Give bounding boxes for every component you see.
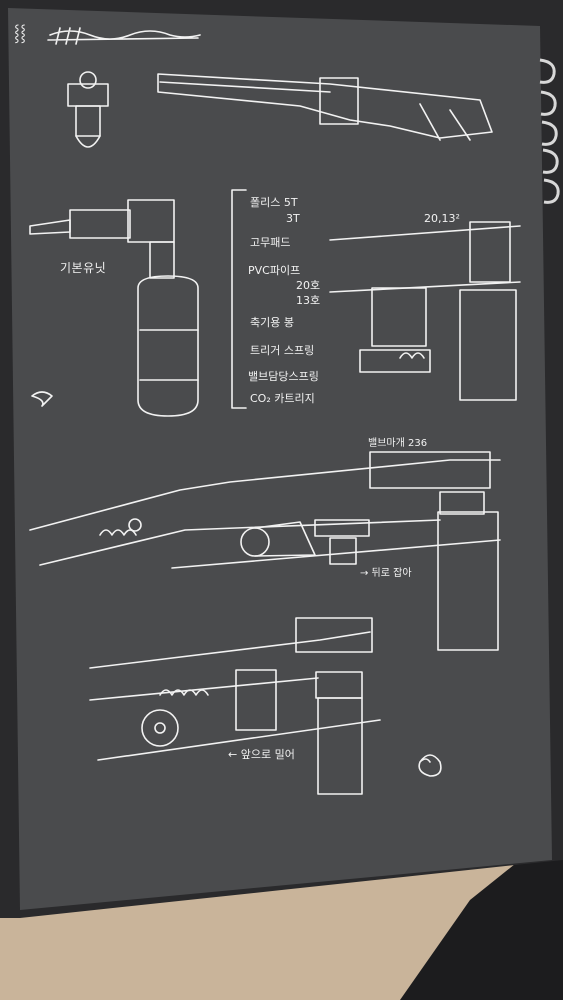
- parts-list-item: 축기용 봉: [250, 316, 294, 329]
- scribble-doodle: [418, 754, 442, 777]
- dimension-label: 20,13²: [424, 212, 460, 225]
- basic-unit-sketch: [29, 199, 199, 417]
- small-cylinder-sketch: [67, 71, 109, 148]
- parts-list-item: 고무패드: [250, 236, 290, 249]
- dark-cloth: [400, 840, 563, 1000]
- mechanism-detail-sketch: [329, 221, 521, 401]
- lower-assembly-sketch: [89, 617, 381, 795]
- basic-unit-label: 기본유닛: [60, 261, 106, 275]
- parts-list-bracket: [231, 189, 247, 409]
- parts-list-item: 밸브담당스프링: [248, 370, 319, 383]
- sketchbook-page: [8, 8, 552, 910]
- parts-list-item: 3T: [286, 212, 300, 225]
- push-in-label: ← 앞으로 밀어: [228, 748, 295, 761]
- parts-list: 폴리스 5T 3T 고무패드 PVC파이프 20호 13호 축기용 봉 트리거 …: [248, 196, 320, 405]
- header-label: ⸾⸾: [14, 23, 26, 44]
- spiral-binding: [539, 58, 560, 204]
- bird-doodle: [31, 391, 53, 407]
- pull-back-label: → 뒤로 잡아: [360, 567, 412, 579]
- rifle-sketch: [157, 73, 493, 141]
- parts-list-item: PVC파이프: [248, 264, 300, 277]
- trigger-assembly-sketch: [29, 451, 501, 651]
- parts-list-item: CO₂ 카트리지: [250, 392, 315, 405]
- parts-list-item: 13호: [296, 294, 320, 307]
- parts-list-item: 폴리스 5T: [250, 196, 298, 209]
- valve-note-label: 밸브마개 236: [368, 437, 427, 449]
- scribbled-header: [47, 27, 201, 45]
- parts-list-item: 20호: [296, 279, 320, 292]
- parts-list-item: 트리거 스프링: [250, 344, 314, 357]
- ink-sketches: [29, 27, 521, 795]
